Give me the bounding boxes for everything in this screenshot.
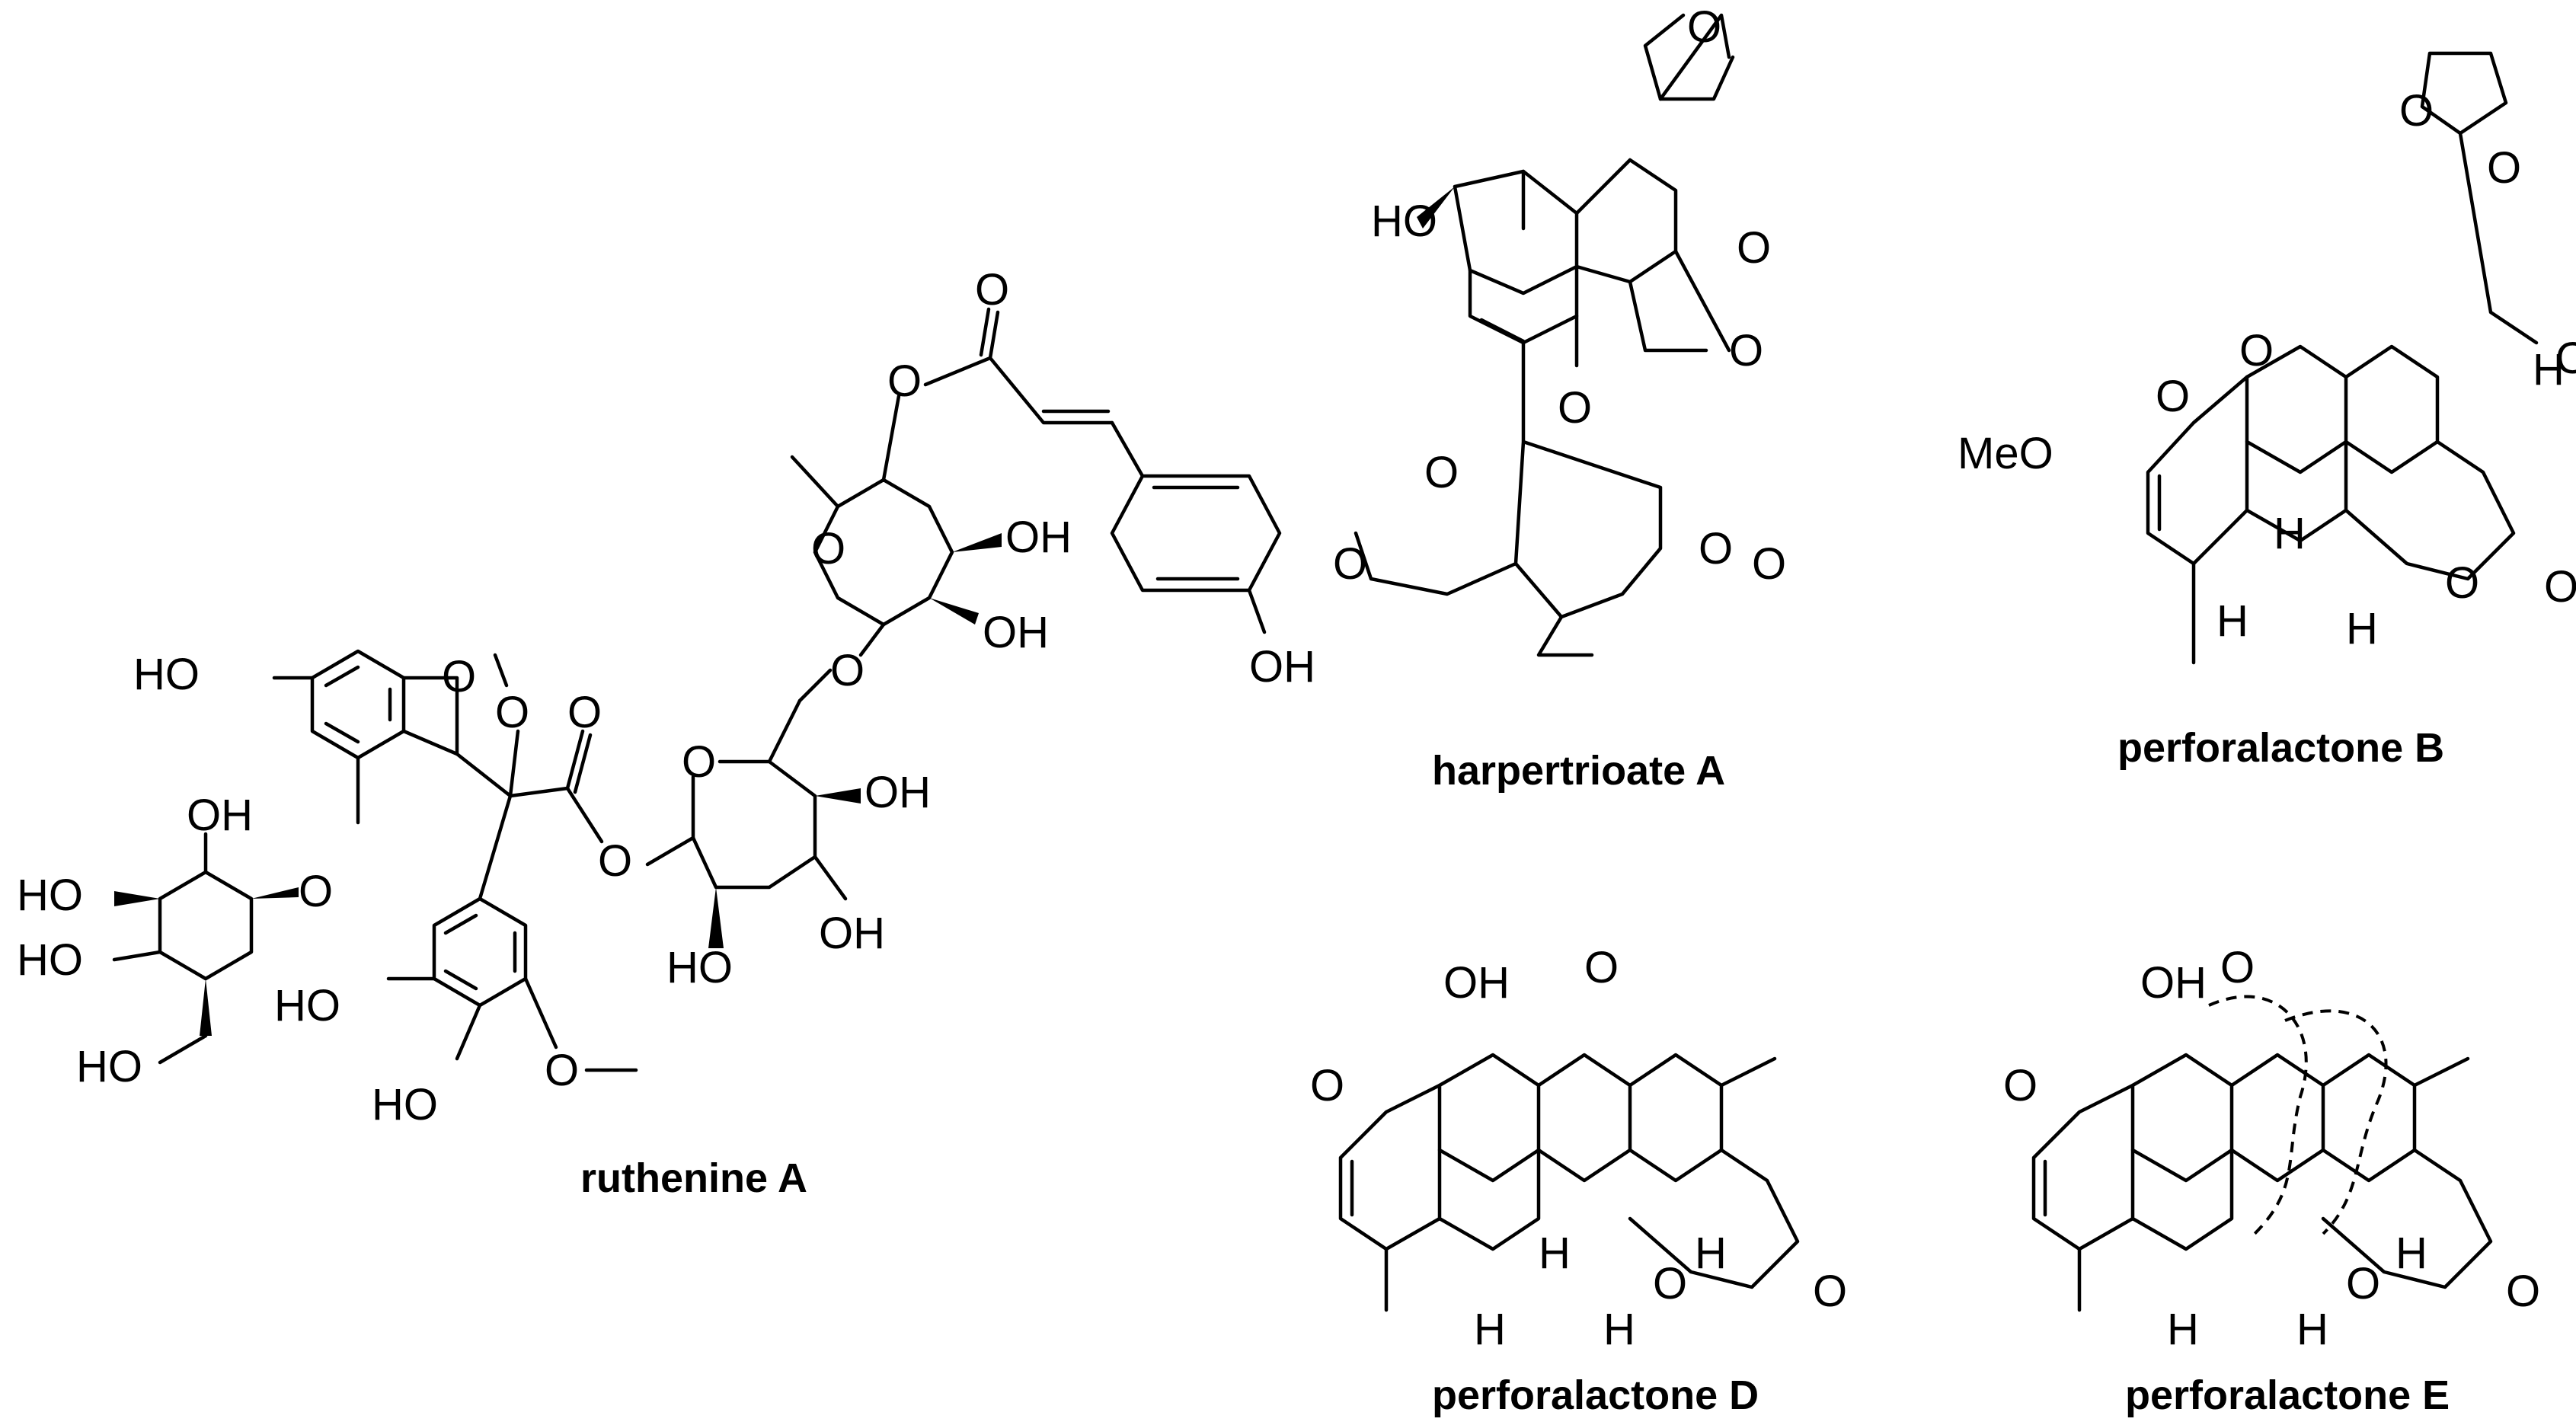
atom-label: O <box>2445 558 2479 608</box>
atom-label: O <box>2003 1061 2037 1110</box>
atom-label: OH <box>1443 958 1510 1008</box>
atom-label: H <box>2395 1229 2427 1278</box>
atom-label: O <box>1752 539 1786 589</box>
structure-harpertrioate-a: O O O HO O O O O O harpertrioate A <box>1333 2 1786 794</box>
atom-label: O <box>1687 2 1721 52</box>
atom-label: H <box>2296 1305 2328 1354</box>
atom-label: O <box>830 646 865 695</box>
atom-label: OH <box>1249 642 1315 692</box>
atom-label: O <box>1333 539 1367 589</box>
atom-label: HO <box>1371 196 1437 246</box>
atom-label: HO <box>372 1080 438 1129</box>
atom-label: O <box>442 652 476 701</box>
compound-name: perforalactone E <box>2125 1372 2450 1418</box>
atom-label: HO <box>17 871 83 920</box>
atom-label: O <box>545 1046 579 1095</box>
atom-label: O <box>2544 562 2576 612</box>
structure-perforalactone-d: O OH O O O H H H H perforalactone D <box>1310 943 1847 1418</box>
atom-label: H <box>1474 1305 1506 1354</box>
compound-name: harpertrioate A <box>1432 748 1725 794</box>
atom-label: O <box>1653 1259 1687 1308</box>
structure-perforalactone-b: O O H O O O O MeO O H H H perforalactone… <box>1958 51 2576 771</box>
atom-label: O <box>682 737 716 787</box>
atom-label: O <box>2156 372 2190 421</box>
atom-label: O <box>2487 143 2521 193</box>
atom-label: OH <box>1005 513 1072 562</box>
atom-label: HO <box>274 981 340 1030</box>
atom-label: O <box>299 867 333 916</box>
atom-label: HO <box>666 943 733 992</box>
compound-name: perforalactone B <box>2117 725 2444 771</box>
atom-label: H <box>1603 1305 1635 1354</box>
atom-label: O <box>2239 326 2274 375</box>
atom-label: H <box>2346 604 2378 653</box>
atom-label: MeO <box>1958 429 2053 478</box>
compound-name: ruthenine A <box>580 1155 807 1201</box>
atom-label: O <box>598 836 632 886</box>
atom-label: O <box>887 356 922 406</box>
atom-label: O <box>2399 86 2434 136</box>
atom-label: O <box>2346 1259 2380 1308</box>
atom-label: OH <box>983 608 1049 657</box>
atom-label: O <box>495 688 529 737</box>
atom-label: H <box>2167 1305 2199 1354</box>
atom-label: O <box>1558 383 1592 433</box>
atom-label: H <box>1695 1229 1727 1278</box>
atom-label: O <box>975 265 1009 315</box>
atom-label: O <box>1424 448 1459 497</box>
atom-label: O <box>2506 1267 2540 1316</box>
atom-label: HO <box>76 1042 142 1091</box>
atom-label: OH <box>187 791 253 840</box>
atom-label: HO <box>133 650 200 699</box>
atom-label: O <box>1699 524 1733 574</box>
structure-perforalactone-e: O OH O O O H H H perforalactone E <box>2003 943 2540 1418</box>
atom-label: O <box>1310 1061 1344 1110</box>
atom-label: HO <box>17 935 83 985</box>
atom-label: O <box>811 524 845 574</box>
atom-label: O <box>1729 326 1763 375</box>
atom-label: OH <box>865 768 931 817</box>
atom-label: O <box>2555 334 2576 383</box>
structure-ruthenine-a: O HO O OH HO HO HO O O O HO HO <box>17 265 1315 1201</box>
atom-label: H <box>2533 345 2565 395</box>
atom-label: H <box>2274 509 2306 558</box>
atom-label: O <box>1737 223 1771 273</box>
atom-label: O <box>567 688 602 737</box>
compound-name: perforalactone D <box>1432 1372 1759 1418</box>
atom-label: O <box>1584 943 1619 992</box>
atom-label: OH <box>2140 958 2207 1008</box>
atom-label: H <box>1539 1229 1571 1278</box>
atom-label: O <box>2220 943 2255 992</box>
atom-label: O <box>1813 1267 1847 1316</box>
atom-label: OH <box>819 909 885 958</box>
atom-label: H <box>2216 596 2248 646</box>
